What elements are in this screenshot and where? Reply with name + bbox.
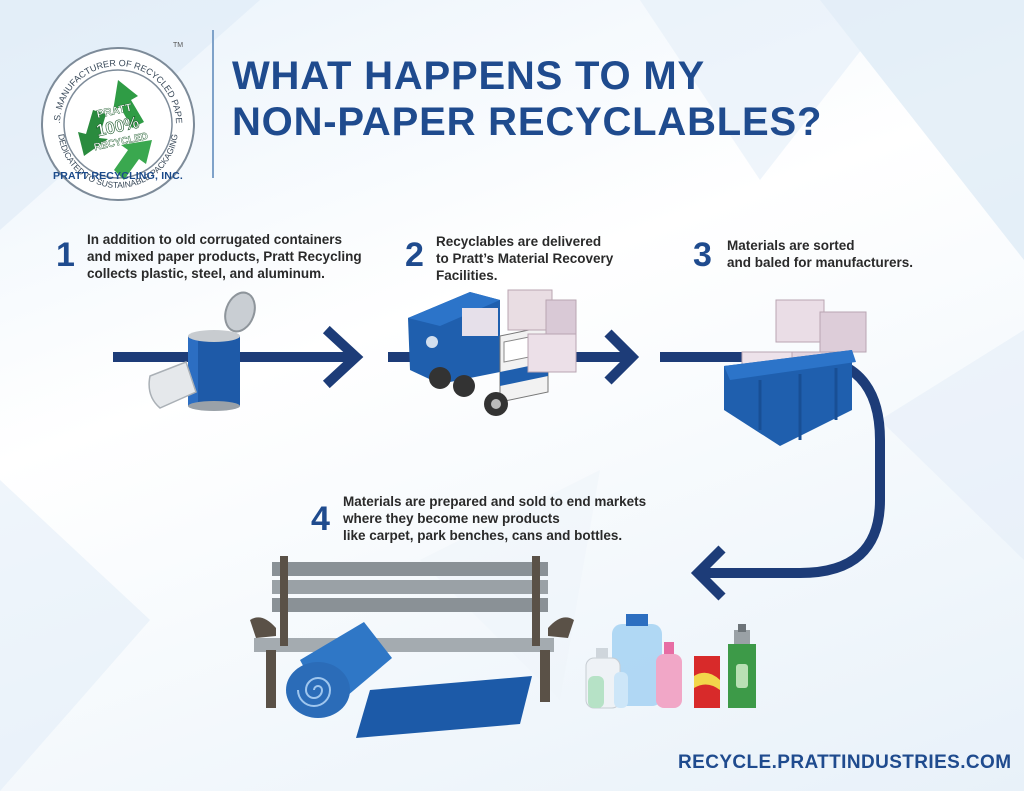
pratt-recycled-logo: U.S. MANUFACTURER OF RECYCLED PAPER DEDI… — [38, 44, 195, 201]
step-2-number: 2 — [405, 236, 424, 274]
logo-center-line2: 100% — [94, 113, 140, 141]
step-4-text: Materials are prepared and sold to end m… — [343, 494, 647, 543]
bales-icon — [507, 289, 577, 373]
header-divider — [212, 30, 214, 178]
title-line-2: NON-PAPER RECYCLABLES? — [232, 100, 823, 144]
title-line-1: WHAT HAPPENS TO MY — [232, 54, 705, 98]
step-1-number: 1 — [56, 236, 75, 274]
page-title: WHAT HAPPENS TO MY NON-PAPER RECYCLABLES… — [232, 53, 822, 145]
dumpster-icon — [724, 299, 867, 446]
cans-icon — [694, 624, 756, 708]
website-url: RECYCLE.PRATTINDUSTRIES.COM — [678, 752, 1012, 773]
step-4-number: 4 — [311, 500, 330, 538]
step-3-number: 3 — [693, 236, 712, 274]
carpet-roll-icon — [286, 622, 532, 738]
company-name: PRATT RECYCLING, INC. — [52, 170, 183, 182]
step-3-text: Materials are sorted and baled for manuf… — [727, 238, 914, 270]
can-icon — [148, 291, 256, 411]
step-2-text: Recyclables are delivered to Pratt’s Mat… — [436, 234, 614, 283]
recycle-icon — [78, 80, 152, 180]
trademark-mark: TM — [173, 42, 184, 49]
bottles-icon — [585, 614, 682, 709]
step-1-text: In addition to old corrugated containers… — [87, 232, 362, 281]
